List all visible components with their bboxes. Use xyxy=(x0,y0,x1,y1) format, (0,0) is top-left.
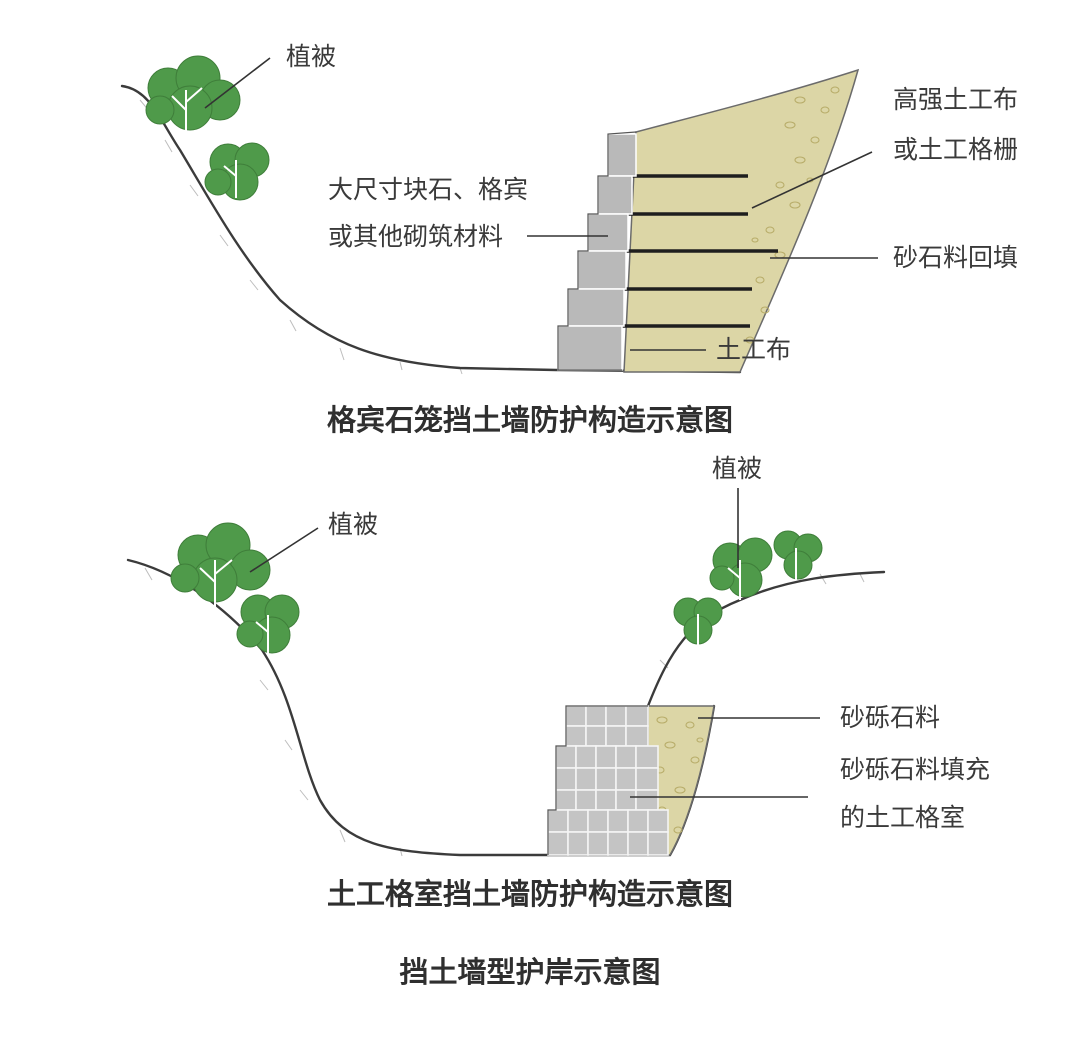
geocell-wall xyxy=(547,705,669,856)
label-vegetation: 植被 xyxy=(286,42,336,71)
geocell-wall-diagram: 植被 植被 砂砾石料 砂砾石料填充 的土工格室 土工格室挡土墙防护构造示意图 xyxy=(126,454,990,911)
caption-top: 格宾石笼挡土墙防护构造示意图 xyxy=(327,403,733,437)
caption-bottom: 土工格室挡土墙防护构造示意图 xyxy=(327,877,733,911)
label-backfill: 砂石料回填 xyxy=(893,243,1018,272)
geogrid-layers xyxy=(622,174,778,328)
label-cell-line2: 的土工格室 xyxy=(840,803,965,832)
backfill-region xyxy=(623,68,860,373)
label-vegetation-left: 植被 xyxy=(328,510,378,539)
tree-icon xyxy=(170,522,271,612)
left-bank-hatching xyxy=(139,99,463,375)
tree-icon xyxy=(236,594,300,655)
bottom-ground-upper xyxy=(646,570,886,708)
label-geo-line1: 高强土工布 xyxy=(893,85,1018,114)
label-cell-line1: 砂砾石料填充 xyxy=(840,755,990,784)
bottom-ground-left xyxy=(126,558,550,857)
label-geotextile: 土工布 xyxy=(716,335,791,364)
gravel-pebbles xyxy=(655,716,704,834)
gabion-block-wall xyxy=(557,131,637,371)
tree-icon xyxy=(773,530,823,580)
tree-icon xyxy=(673,597,723,645)
tree-icon xyxy=(145,55,241,140)
label-gravel: 砂砾石料 xyxy=(840,703,940,732)
label-vegetation-right: 植被 xyxy=(712,454,762,483)
tree-icon xyxy=(709,537,773,600)
tree-icon xyxy=(204,142,270,201)
label-geo-line2: 或土工格栅 xyxy=(893,135,1018,164)
label-stone-line2: 或其他砌筑材料 xyxy=(328,222,503,251)
figure-title: 挡土墙型护岸示意图 xyxy=(399,955,660,989)
gabion-wall-diagram: 植被 大尺寸块石、格宾 或其他砌筑材料 高强土工布 或土工格栅 砂石料回填 土工… xyxy=(120,42,1018,437)
label-stone-line1: 大尺寸块石、格宾 xyxy=(328,175,528,204)
backfill-pebbles xyxy=(745,86,840,344)
